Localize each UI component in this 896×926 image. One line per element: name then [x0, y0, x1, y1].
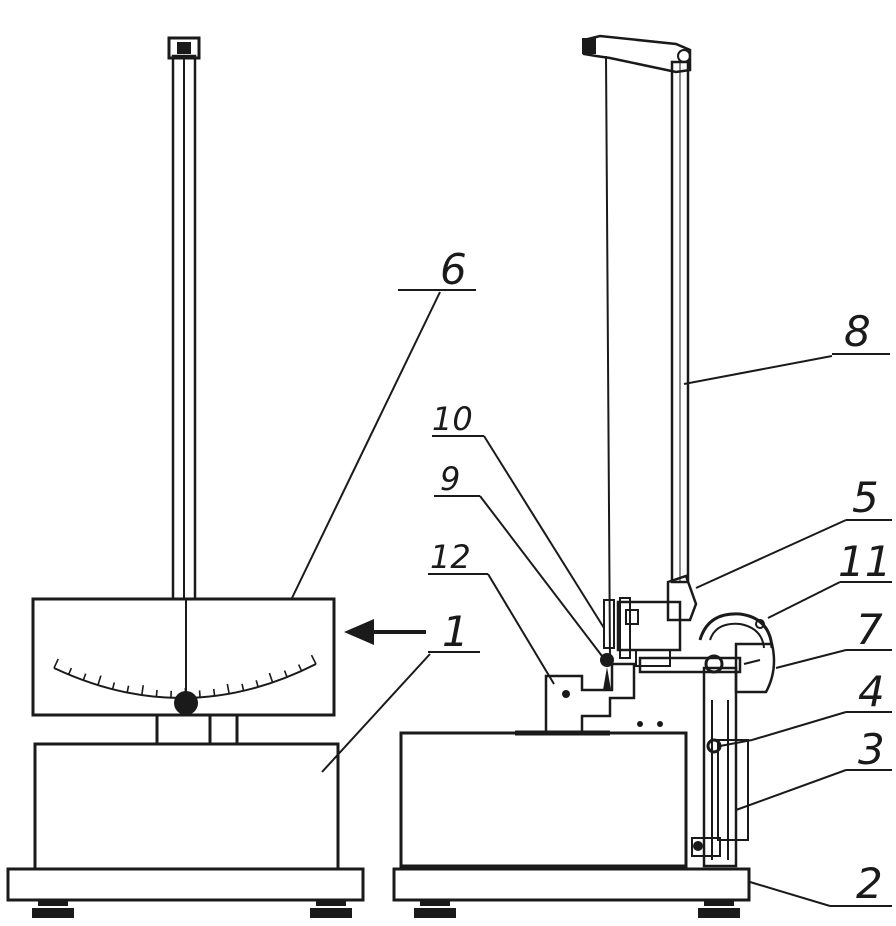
right-foot-a	[414, 900, 456, 918]
scale-tick	[283, 670, 288, 678]
scale-tick	[310, 654, 317, 665]
bracket	[544, 662, 636, 733]
scale-tick	[255, 680, 259, 688]
callout-6: 6	[440, 245, 467, 294]
drop-weight	[600, 599, 615, 690]
callout-12: 12	[430, 538, 471, 576]
left-base-plate	[6, 867, 365, 902]
pivot-ball	[174, 691, 198, 715]
right-apparatus	[392, 34, 776, 918]
right-foot-b	[698, 900, 740, 918]
dial-disc	[698, 612, 774, 649]
top-arm	[582, 34, 692, 74]
callout-1: 1	[442, 607, 469, 656]
callout-10: 10	[432, 400, 473, 438]
callout-3: 3	[858, 725, 885, 774]
callout-9: 9	[440, 460, 460, 498]
scale-tick	[126, 685, 130, 693]
callout-4: 4	[858, 667, 885, 716]
right-base-plate	[392, 867, 751, 902]
pivot-arm	[638, 656, 742, 674]
column-collar	[666, 574, 698, 622]
direction-arrow	[344, 619, 426, 645]
scale-tick	[268, 672, 274, 683]
scale-tick	[111, 682, 116, 690]
leader-lines	[291, 289, 892, 907]
scale-tick	[241, 683, 245, 691]
callout-labels: 6 1 8 10 9 12 5 11 7 4 3 2	[430, 245, 891, 908]
callout-11: 11	[838, 537, 891, 586]
scale-tick	[297, 664, 303, 672]
scale-tick	[226, 683, 230, 694]
callout-5: 5	[852, 473, 879, 522]
left-support-posts	[155, 713, 239, 746]
left-vertical-rod	[167, 36, 201, 601]
left-body-box	[33, 742, 340, 871]
mechanism-block	[616, 597, 682, 667]
callout-2: 2	[856, 859, 883, 908]
scale-tick	[53, 658, 59, 669]
scale-tick	[140, 685, 145, 696]
left-apparatus	[6, 36, 365, 918]
left-foot-b	[310, 900, 352, 918]
right-body-box	[399, 731, 688, 868]
callout-7: 7	[856, 605, 883, 654]
scale-tick	[97, 675, 102, 686]
hanging-wire	[605, 55, 611, 661]
pendulum-frame	[691, 666, 753, 868]
scale-tick	[212, 688, 216, 697]
pivot-bolt	[704, 654, 724, 674]
left-foot-a	[32, 900, 74, 918]
angle-sector	[734, 642, 776, 694]
scale-tick	[82, 673, 87, 681]
scale-tick	[67, 667, 73, 675]
tall-column	[670, 60, 690, 584]
callout-8: 8	[844, 307, 871, 356]
scale-tick	[155, 689, 158, 697]
